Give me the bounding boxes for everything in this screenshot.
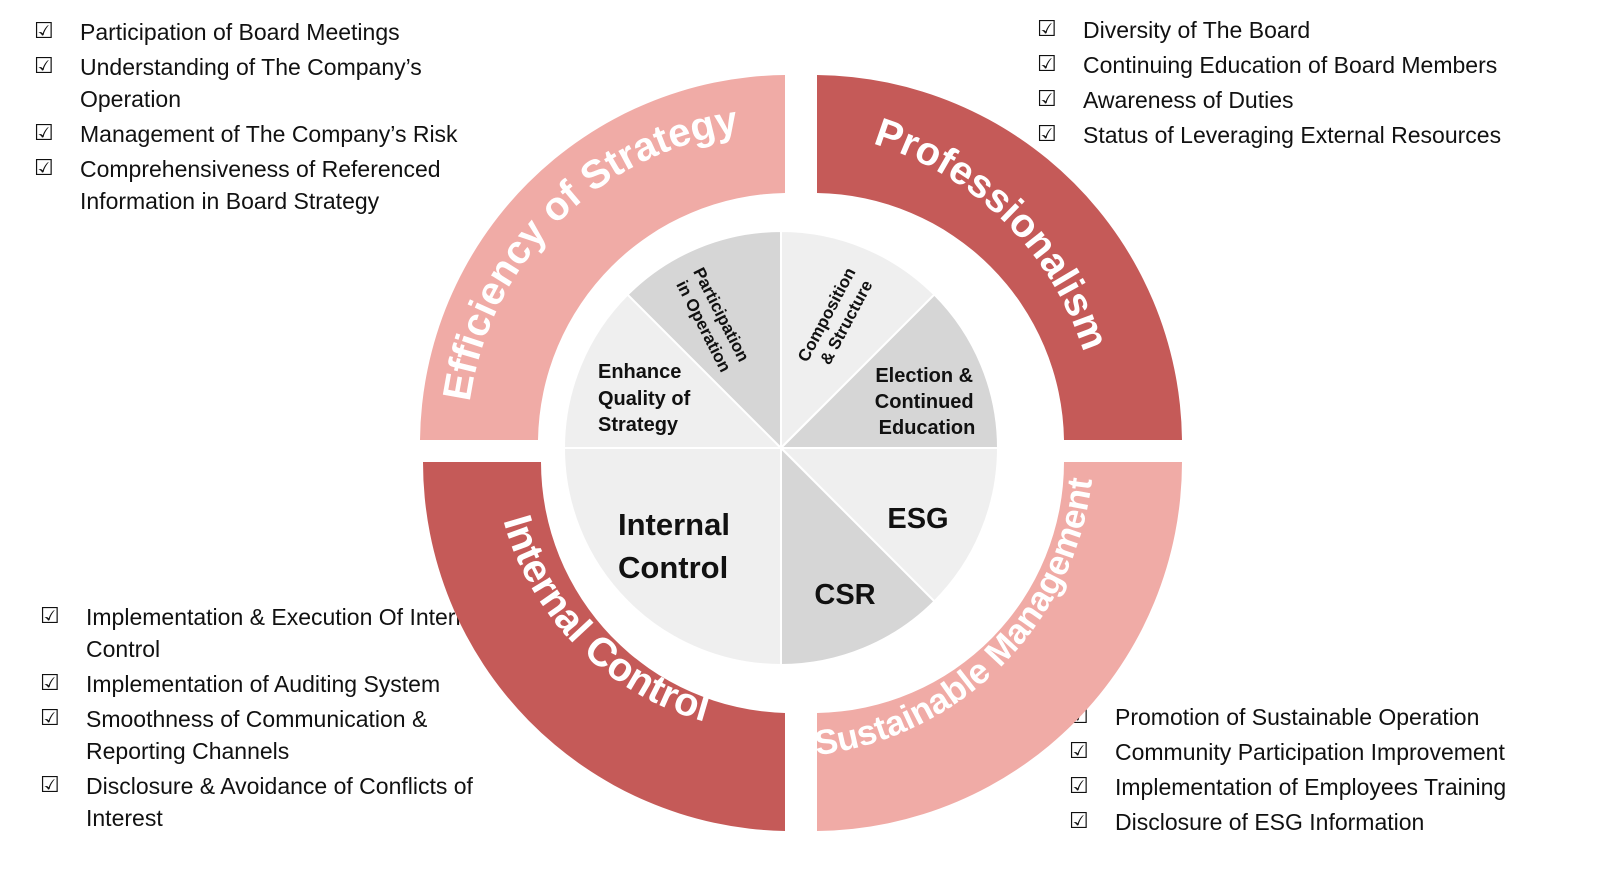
checkbox-checked-icon: ☑ xyxy=(34,121,54,146)
professionalism-segment xyxy=(817,75,1182,440)
list-item: ☑Promotion of Sustainable Operation xyxy=(1069,701,1589,733)
internal-control-slice xyxy=(562,447,782,667)
internal-control-segment xyxy=(423,462,785,831)
checkbox-checked-icon: ☑ xyxy=(40,604,60,629)
list-item: ☑Community Participation Improvement xyxy=(1069,736,1589,768)
list-item: ☑Continuing Education of Board Members xyxy=(1037,49,1577,81)
election-label: Election & Continued Education xyxy=(875,365,979,439)
sustainable-management-segment xyxy=(817,462,1182,831)
checkbox-checked-icon: ☑ xyxy=(34,54,54,79)
checkbox-checked-icon: ☑ xyxy=(1069,739,1089,764)
csr-label: CSR xyxy=(814,579,875,611)
list-item: ☑Diversity of The Board xyxy=(1037,14,1577,46)
checkbox-checked-icon: ☑ xyxy=(40,671,60,696)
list-item: ☑Awareness of Duties xyxy=(1037,84,1577,116)
composition-slice xyxy=(780,229,936,451)
list-item: ☑Management of The Company’s Risk xyxy=(34,118,504,150)
csr-slice xyxy=(780,445,936,667)
list-item: ☑Smoothness of Communication & Reporting… xyxy=(40,703,510,767)
esg-slice xyxy=(778,447,1000,603)
checkbox-checked-icon: ☑ xyxy=(1037,122,1057,147)
internal-control-pie-label: Internal Control xyxy=(618,507,739,585)
checkbox-checked-icon: ☑ xyxy=(34,156,54,181)
checkbox-checked-icon: ☑ xyxy=(40,706,60,731)
enhance-quality-label: Enhance Quality of Strategy xyxy=(598,361,696,436)
list-item: ☑Status of Leveraging External Resources xyxy=(1037,119,1577,151)
participation-slice xyxy=(626,229,782,451)
list-item: ☑Implementation & Execution Of Internal … xyxy=(40,601,510,665)
internal-control-checklist: ☑Implementation & Execution Of Internal … xyxy=(40,601,510,837)
checkbox-checked-icon: ☑ xyxy=(1037,52,1057,77)
election-slice xyxy=(778,293,1000,449)
enhance-quality-slice xyxy=(562,293,784,449)
professionalism-checklist: ☑Diversity of The Board ☑Continuing Educ… xyxy=(1037,14,1577,154)
sustainable-checklist: ☑Promotion of Sustainable Operation ☑Com… xyxy=(1069,701,1589,841)
list-item: ☑Participation of Board Meetings xyxy=(34,16,504,48)
list-item: ☑Comprehensiveness of Referenced Informa… xyxy=(34,153,504,217)
list-item: ☑Disclosure & Avoidance of Conflicts of … xyxy=(40,770,510,834)
checkbox-checked-icon: ☑ xyxy=(1069,774,1089,799)
efficiency-checklist: ☑Participation of Board Meetings ☑Unders… xyxy=(34,16,504,220)
checkbox-checked-icon: ☑ xyxy=(1037,17,1057,42)
list-item: ☑Implementation of Auditing System xyxy=(40,668,510,700)
checkbox-checked-icon: ☑ xyxy=(1069,809,1089,834)
checkbox-checked-icon: ☑ xyxy=(40,773,60,798)
list-item: ☑Understanding of The Company’s Operatio… xyxy=(34,51,504,115)
list-item: ☑Implementation of Employees Training xyxy=(1069,771,1589,803)
efficiency-of-strategy-segment xyxy=(420,75,785,440)
esg-label: ESG xyxy=(887,503,948,535)
list-item: ☑Disclosure of ESG Information xyxy=(1069,806,1589,838)
checkbox-checked-icon: ☑ xyxy=(34,19,54,44)
checkbox-checked-icon: ☑ xyxy=(1037,87,1057,112)
